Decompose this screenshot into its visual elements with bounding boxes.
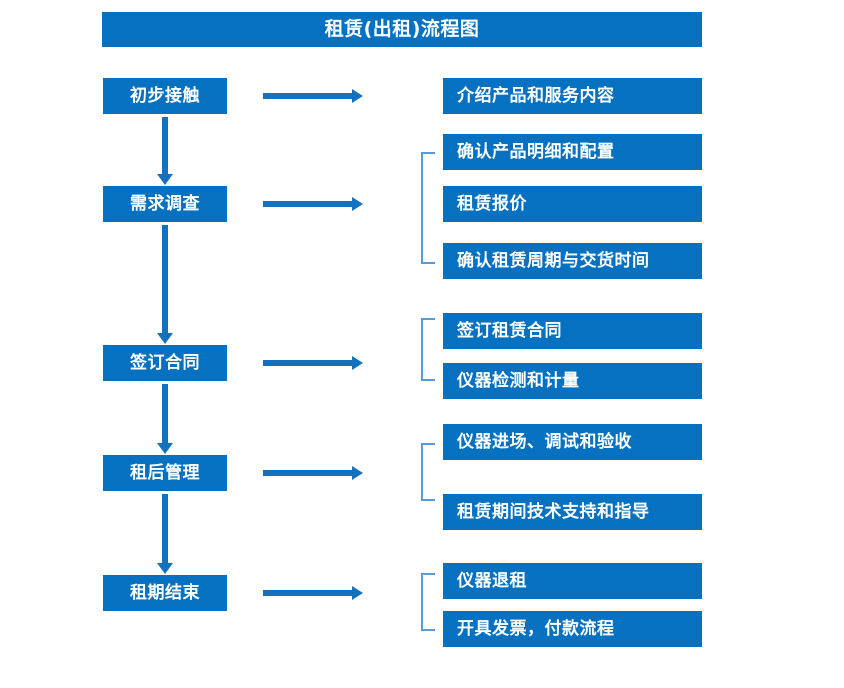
right-arrow-icon-3 xyxy=(263,356,363,370)
detail-box-8[interactable]: 租赁期间技术支持和指导 xyxy=(443,494,702,530)
stage-box-1[interactable]: 初步接触 xyxy=(103,78,227,114)
detail-box-7[interactable]: 仪器进场、调试和验收 xyxy=(443,424,702,460)
detail-box-1[interactable]: 介绍产品和服务内容 xyxy=(443,78,702,114)
stage-box-2[interactable]: 需求调查 xyxy=(103,186,227,222)
down-arrow-icon-4 xyxy=(157,494,173,574)
group-bracket-4 xyxy=(421,573,435,631)
detail-box-3[interactable]: 租赁报价 xyxy=(443,186,702,222)
right-arrow-icon-5 xyxy=(263,586,363,600)
detail-box-4[interactable]: 确认租赁周期与交货时间 xyxy=(443,243,702,279)
stage-box-3[interactable]: 签订合同 xyxy=(103,345,227,381)
down-arrow-icon-3 xyxy=(157,384,173,454)
right-arrow-icon-2 xyxy=(263,197,363,211)
right-arrow-icon-1 xyxy=(263,89,363,103)
group-bracket-2 xyxy=(421,318,435,381)
detail-box-6[interactable]: 仪器检测和计量 xyxy=(443,363,702,399)
down-arrow-icon-2 xyxy=(157,225,173,344)
down-arrow-icon-1 xyxy=(157,117,173,185)
right-arrow-icon-4 xyxy=(263,466,363,480)
stage-box-4[interactable]: 租后管理 xyxy=(103,455,227,491)
group-bracket-3 xyxy=(421,443,435,501)
flowchart-title: 租赁(出租)流程图 xyxy=(102,12,702,47)
detail-box-10[interactable]: 开具发票，付款流程 xyxy=(443,611,702,647)
detail-box-2[interactable]: 确认产品明细和配置 xyxy=(443,134,702,170)
detail-box-5[interactable]: 签订租赁合同 xyxy=(443,313,702,349)
group-bracket-1 xyxy=(421,152,435,264)
detail-box-9[interactable]: 仪器退租 xyxy=(443,563,702,599)
stage-box-5[interactable]: 租期结束 xyxy=(103,575,227,611)
